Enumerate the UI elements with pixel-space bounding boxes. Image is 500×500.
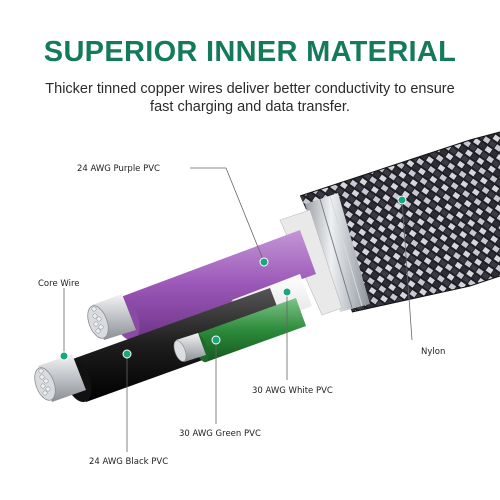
green-wire [173,298,306,363]
marker-white [282,287,292,297]
shield-foil [305,193,370,312]
label-24awg-black: 24 AWG Black PVC [89,457,169,467]
label-core-wire: Core Wire [38,279,80,289]
label-24awg-purple: 24 AWG Purple PVC [77,164,160,174]
marker-core [59,351,69,361]
callout-markers [59,195,407,361]
label-30awg-white: 30 AWG White PVC [252,386,333,396]
purple-wire [87,230,316,341]
page-title: SUPERIOR INNER MATERIAL [43,36,457,68]
marker-purple [259,257,269,267]
label-nylon: Nylon [421,347,446,357]
label-30awg-green: 30 AWG Green PVC [179,429,261,439]
leader-lines [63,167,413,452]
subtitle-line-2: fast charging and data transfer. [150,99,350,115]
marker-nylon [397,195,407,205]
marker-black [122,349,132,359]
subtitle-line-1: Thicker tinned copper wires deliver bett… [45,81,455,97]
marker-green [211,335,221,345]
